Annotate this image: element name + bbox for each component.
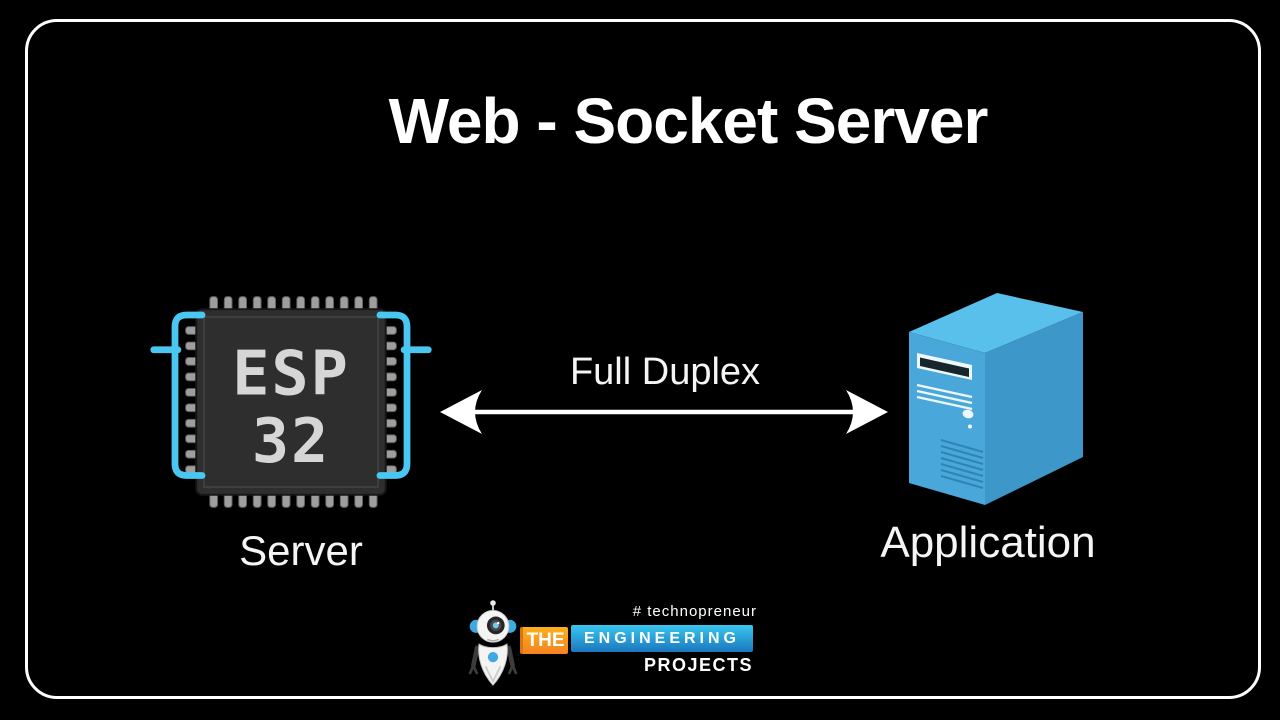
- application-node-label: Application: [880, 518, 1096, 567]
- tower-front-stripes: [916, 383, 973, 411]
- full-duplex-label: Full Duplex: [569, 351, 761, 393]
- server-node-label: Server: [239, 527, 363, 574]
- brand-tagline: # technopreneur: [632, 603, 757, 620]
- brand-engineering-badge: ENGINEERING: [571, 625, 753, 652]
- server-tower-icon: [909, 293, 1083, 505]
- tower-vents: [940, 438, 984, 490]
- double-headed-arrow-icon: [440, 390, 888, 434]
- chip-body-bevel: [203, 315, 379, 489]
- tower-side-face: [985, 312, 1083, 505]
- page-border-frame: [25, 19, 1261, 699]
- brand-the-badge: THE: [520, 627, 568, 654]
- robot-mascot-icon: [468, 600, 518, 686]
- brand-logo: # technopreneur THE ENGINEERING PROJECTS: [465, 595, 765, 695]
- tower-top-face: [909, 293, 1083, 353]
- diagram-title: Web - Socket Server: [388, 85, 989, 157]
- chip-brackets: [150, 311, 432, 479]
- brand-projects-label: PROJECTS: [643, 655, 753, 675]
- esp32-chip-icon: ESP 32: [150, 296, 432, 508]
- tower-drive-slot-inner: [920, 357, 969, 377]
- chip-text-32: 32: [252, 405, 330, 477]
- chip-text-esp: ESP: [232, 337, 350, 409]
- tower-power-button: [962, 409, 974, 419]
- chip-body: [195, 308, 387, 496]
- tower-led: [968, 424, 972, 429]
